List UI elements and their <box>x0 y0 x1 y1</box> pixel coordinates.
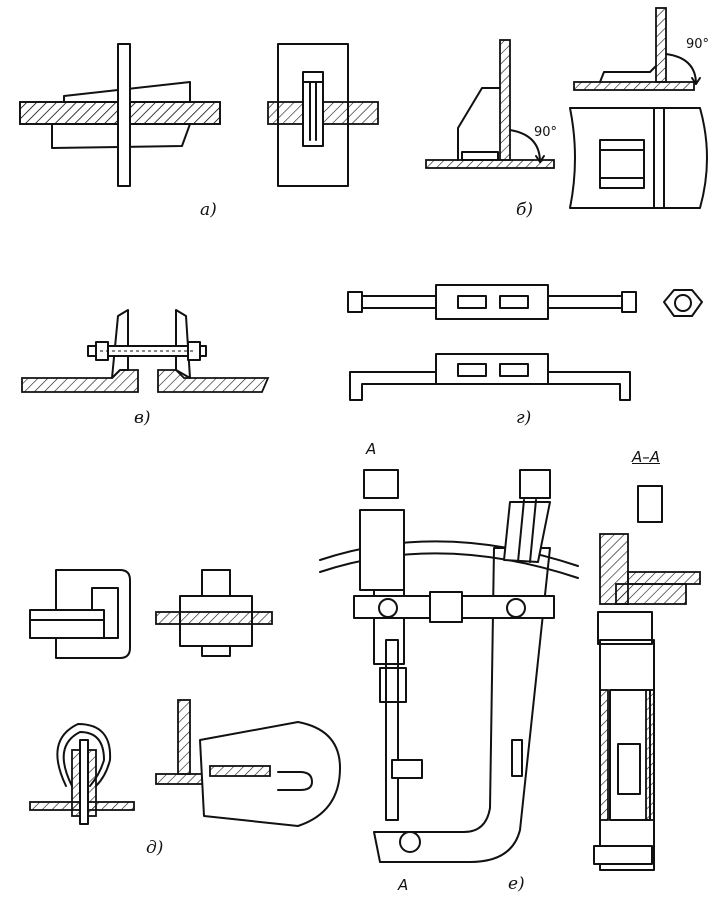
panel-g-turnbuckle-bottom <box>349 353 631 401</box>
panel-e-left-screw <box>359 469 423 853</box>
panel-label-d: д) <box>146 838 164 858</box>
panel-label-v: в) <box>134 408 151 428</box>
panel-v-bolt-clamp <box>21 309 270 393</box>
angle-label-left: 90° <box>534 125 558 140</box>
panel-d-clip-side <box>155 569 273 657</box>
panel-d-c-clamp <box>155 699 341 827</box>
panel-e-right-screw <box>503 469 551 563</box>
panel-e-crossbar <box>353 591 555 623</box>
section-mark-bottom: А <box>398 876 409 894</box>
panel-label-b: б) <box>516 200 534 220</box>
panel-b-bracket-detail <box>573 7 701 91</box>
panel-g-nut-end <box>663 289 703 317</box>
panel-g-turnbuckle-top <box>347 284 637 320</box>
panel-b-bracket-plan <box>569 107 708 209</box>
angle-label-right: 90° <box>686 37 710 52</box>
section-mark-top: А <box>366 440 377 458</box>
panel-e-section-view <box>593 485 701 871</box>
panel-d-clip-front <box>29 569 131 659</box>
panel-e-bent-frame <box>319 540 579 863</box>
panel-label-e: е) <box>508 874 525 894</box>
panel-label-g: г) <box>516 408 532 428</box>
panel-label-a: а) <box>200 200 217 220</box>
panel-d-ring-hook <box>29 723 135 825</box>
panel-b-bracket-side <box>425 39 555 169</box>
panel-a-wedge-view <box>267 43 379 187</box>
panel-a-wedge-section <box>19 43 221 187</box>
section-title: А–А <box>632 448 661 466</box>
